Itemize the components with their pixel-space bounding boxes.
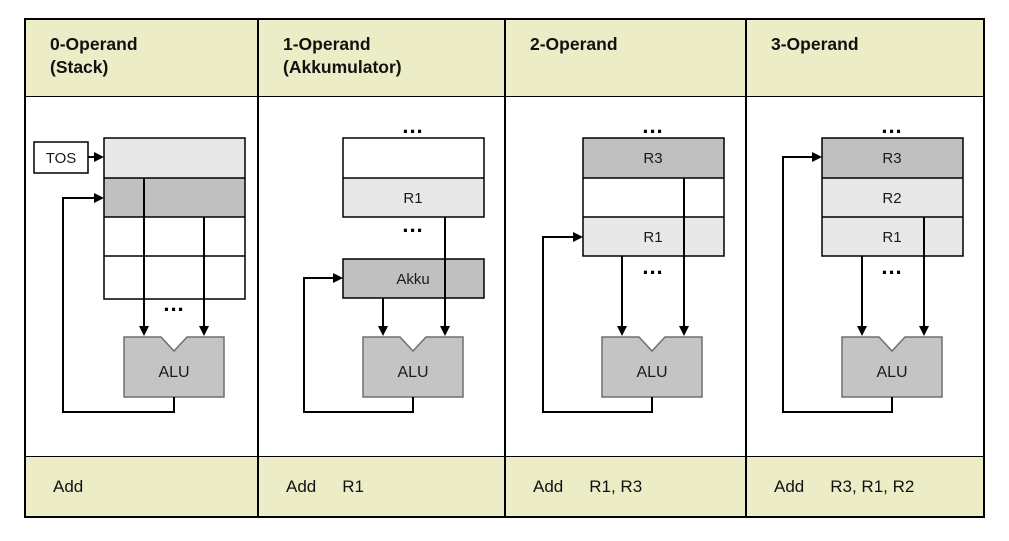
- arrowhead-icon: [199, 326, 209, 336]
- ellipsis-more-registers: ...: [402, 212, 423, 237]
- instruction-example-0: Add: [26, 456, 259, 516]
- register-label-r1: R1: [643, 229, 662, 246]
- register-cell-r2: [822, 178, 963, 217]
- arrowhead-icon: [812, 152, 822, 162]
- arrowhead-icon: [919, 326, 929, 336]
- alu-shape: [123, 336, 225, 398]
- arrowhead-icon: [94, 193, 104, 203]
- column-header-0-operand: 0-Operand (Stack): [26, 20, 259, 97]
- register-cell-r3: [583, 138, 724, 178]
- stack-cell-second: [104, 178, 245, 217]
- register-file-outline: [582, 137, 725, 257]
- register-cell-r3: [822, 138, 963, 178]
- header-line1: 3-Operand: [771, 34, 859, 54]
- column-header-1-operand: 1-Operand (Akkumulator): [259, 20, 506, 97]
- ellipsis-more-registers: ...: [402, 113, 423, 138]
- instruction-example-1: Add R1: [259, 456, 506, 516]
- three-operand-architecture-diagram: ... R3 R2 R1 ... ALU: [782, 113, 964, 413]
- ellipsis-more-cells: ...: [163, 291, 184, 316]
- tos-box: [33, 141, 89, 174]
- arrowhead-icon: [617, 326, 627, 336]
- register-cell-r1: [822, 217, 963, 256]
- ellipsis-more-registers: ...: [642, 113, 663, 138]
- result-feedback-wire: [303, 277, 414, 413]
- ellipsis-more-registers: ...: [642, 254, 663, 279]
- operands: R1, R3: [589, 476, 643, 496]
- akku-label: Akku: [396, 271, 429, 288]
- stack-cell-top: [104, 138, 245, 178]
- two-operand-architecture-diagram: ... R3 R1 ... ALU: [542, 113, 725, 413]
- register-label-r3: R3: [643, 150, 662, 167]
- header-line1: 1-Operand: [283, 34, 371, 54]
- register-label-r3: R3: [882, 150, 901, 167]
- result-feedback-wire: [542, 236, 653, 413]
- instruction-example-2: Add R1, R3: [506, 456, 747, 516]
- instruction-example-3: Add R3, R1, R2: [747, 456, 983, 516]
- ellipsis-more-registers: ...: [881, 254, 902, 279]
- header-line1: 0-Operand: [50, 34, 138, 54]
- tos-arrowhead-icon: [94, 152, 104, 162]
- akku-register-box: [342, 258, 485, 299]
- operands: R1: [342, 476, 364, 496]
- register-label-r2: R2: [882, 190, 901, 207]
- header-line1: 2-Operand: [530, 34, 618, 54]
- mnemonic: Add: [774, 476, 805, 496]
- result-feedback-wire: [62, 197, 175, 413]
- alu-shape: [601, 336, 703, 398]
- register-cell-r1: [583, 217, 724, 256]
- arrowhead-icon: [857, 326, 867, 336]
- mnemonic: Add: [286, 476, 317, 496]
- arrowhead-icon: [573, 232, 583, 242]
- alu-label: ALU: [876, 364, 907, 381]
- register-label-r1: R1: [403, 190, 422, 207]
- arrowhead-icon: [378, 326, 388, 336]
- alu-label: ALU: [636, 364, 667, 381]
- register-cell-r1: [343, 178, 484, 217]
- mnemonic: Add: [533, 476, 564, 496]
- arrowhead-icon: [440, 326, 450, 336]
- arrowhead-icon: [333, 273, 343, 283]
- tos-label: TOS: [46, 150, 77, 167]
- register-label-r1: R1: [882, 229, 901, 246]
- column-header-3-operand: 3-Operand: [747, 20, 983, 97]
- mnemonic: Add: [53, 476, 84, 496]
- akkumulator-architecture-diagram: ... R1 ... Akku ALU: [303, 113, 485, 413]
- column-header-2-operand: 2-Operand: [506, 20, 747, 97]
- header-line2: (Stack): [50, 57, 109, 77]
- operands: R3, R1, R2: [830, 476, 915, 496]
- stack-outline: [103, 137, 246, 300]
- alu-label: ALU: [158, 364, 189, 381]
- stack-architecture-diagram: TOS ... ALU: [33, 137, 246, 413]
- alu-shape: [841, 336, 943, 398]
- alu-shape: [362, 336, 464, 398]
- header-line2: (Akkumulator): [283, 57, 402, 77]
- ellipsis-more-registers: ...: [881, 113, 902, 138]
- arrowhead-icon: [679, 326, 689, 336]
- result-feedback-wire: [782, 156, 893, 413]
- arrowhead-icon: [139, 326, 149, 336]
- alu-label: ALU: [397, 364, 428, 381]
- register-file-outline: [821, 137, 964, 257]
